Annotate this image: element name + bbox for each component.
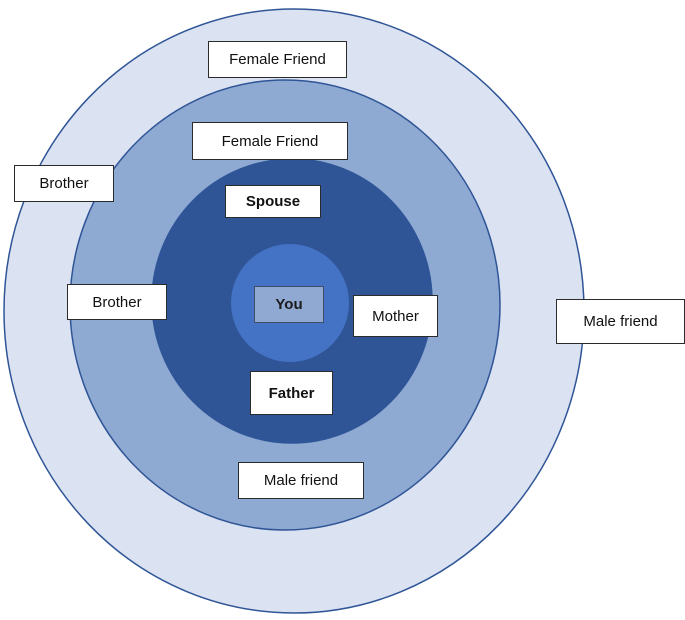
middle-ring-top-label: Female Friend [192,122,348,160]
middle-ring-left-label: Brother [67,284,167,320]
center-label: You [254,286,324,323]
outer-ring-right-label: Male friend [556,299,685,344]
inner-ring-right-label: Mother [353,295,438,337]
inner-ring-bottom-label: Father [250,371,333,415]
outer-ring-left-label: Brother [14,165,114,202]
middle-ring-bottom-label: Male friend [238,462,364,499]
outer-ring-top-label: Female Friend [208,41,347,78]
inner-ring-top-label: Spouse [225,185,321,218]
